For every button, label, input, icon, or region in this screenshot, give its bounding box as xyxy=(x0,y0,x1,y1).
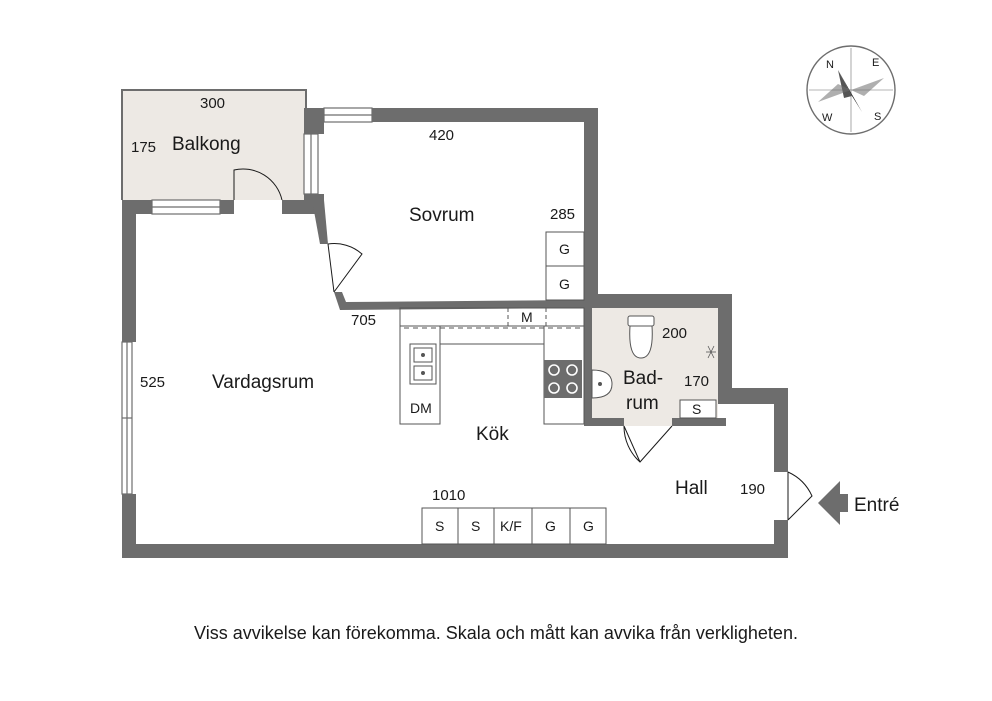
kitchen-counters xyxy=(399,307,585,425)
entrance-arrow-icon xyxy=(818,481,840,525)
wardrobe-label-2: G xyxy=(559,276,570,292)
dim-sovrum-width: 420 xyxy=(429,127,454,144)
bath-wardrobe-label: S xyxy=(692,401,701,417)
toilet-icon xyxy=(627,315,655,359)
entrance-label: Entré xyxy=(854,495,899,516)
hall-wardrobe-label-4: G xyxy=(583,518,594,534)
entrance-door xyxy=(787,471,813,521)
compass-s: S xyxy=(874,111,881,123)
dim-balkong-depth: 175 xyxy=(131,139,156,156)
walls xyxy=(122,108,788,558)
balcony-railing xyxy=(121,89,307,200)
room-label-badrum-1: Bad- xyxy=(623,368,663,389)
compass-n: N xyxy=(826,59,834,71)
shower-icon xyxy=(706,345,716,359)
stove-icon xyxy=(544,360,582,398)
room-label-balkong: Balkong xyxy=(172,134,241,155)
bathroom-door xyxy=(623,425,673,463)
entrance-arrow-tail xyxy=(838,494,848,512)
room-label-hall: Hall xyxy=(675,478,708,499)
hall-wardrobe-label-1: S xyxy=(435,518,444,534)
compass-w: W xyxy=(822,112,833,124)
microwave-label: M xyxy=(521,309,533,325)
compass-e: E xyxy=(872,57,879,69)
balcony-door xyxy=(233,168,283,201)
dim-hall-depth: 190 xyxy=(740,481,765,498)
balcony-floor xyxy=(122,90,306,200)
wardrobe-boxes xyxy=(421,231,717,545)
hall-wardrobe-label-3: G xyxy=(545,518,556,534)
room-label-vardagsrum: Vardagsrum xyxy=(212,372,314,393)
dim-sovrum-depth: 285 xyxy=(550,206,575,223)
washbasin-icon xyxy=(591,369,613,399)
bedroom-door xyxy=(327,243,363,293)
disclaimer-text: Viss avvikelse kan förekomma. Skala och … xyxy=(194,623,798,643)
dim-kok-width: 705 xyxy=(351,312,376,329)
dishwasher-label: DM xyxy=(410,400,432,416)
kitchen-sink-icon xyxy=(409,343,437,385)
room-label-kok: Kök xyxy=(476,424,509,445)
windows xyxy=(121,107,373,495)
dim-total-width: 1010 xyxy=(432,487,465,504)
wardrobe-label-1: G xyxy=(559,241,570,257)
dim-balkong-width: 300 xyxy=(200,95,225,112)
room-label-badrum-2: rum xyxy=(626,393,659,414)
dim-badrum-width: 200 xyxy=(662,325,687,342)
dim-vardagsrum-depth: 525 xyxy=(140,374,165,391)
dim-badrum-depth: 170 xyxy=(684,373,709,390)
compass-icon: N E S W xyxy=(806,45,896,135)
doors xyxy=(233,168,813,521)
room-label-sovrum: Sovrum xyxy=(409,205,474,226)
fridge-freezer-label: K/F xyxy=(500,518,522,534)
hall-wardrobe-label-2: S xyxy=(471,518,480,534)
